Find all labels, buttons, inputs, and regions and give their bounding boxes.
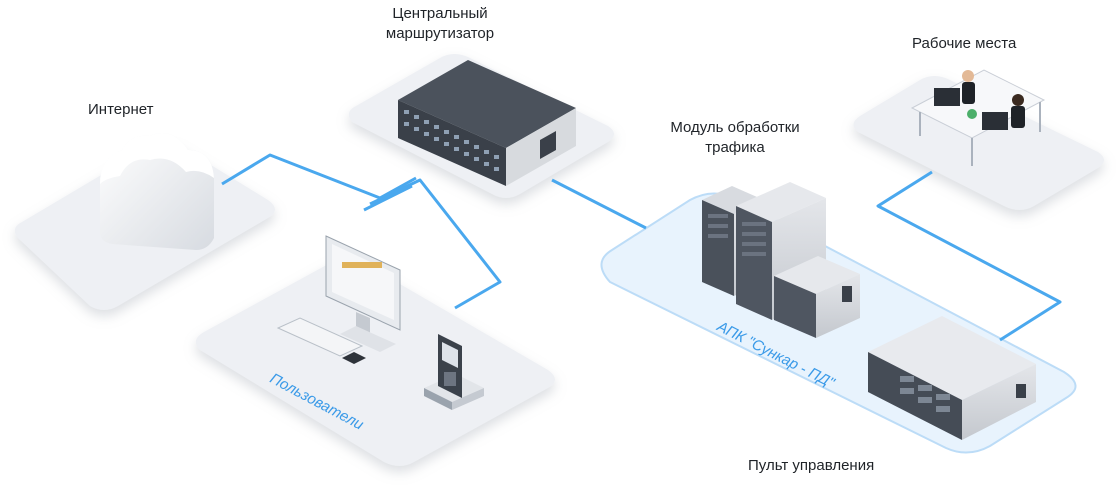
link-router-traffic bbox=[551, 178, 647, 230]
label-router: Центральный маршрутизатор bbox=[370, 4, 510, 44]
workers-icon bbox=[910, 69, 1046, 166]
label-traffic-line2: трафика bbox=[705, 139, 765, 156]
link-router-users bbox=[369, 178, 502, 310]
label-internet: Интернет bbox=[88, 101, 154, 118]
link-lines bbox=[221, 153, 1062, 342]
server-icon bbox=[702, 182, 860, 338]
label-control-panel: Пульт управления bbox=[748, 457, 875, 474]
label-traffic-line1: Модуль обработки bbox=[670, 119, 800, 136]
label-router-line2: маршрутизатор bbox=[385, 25, 495, 42]
label-router-line1: Центральный bbox=[392, 5, 488, 22]
platform-users bbox=[195, 258, 556, 466]
phone-icon bbox=[424, 334, 484, 410]
cloud-icon bbox=[100, 133, 214, 250]
computer-icon bbox=[276, 235, 401, 364]
control-unit-icon bbox=[868, 316, 1036, 440]
link-internet-router bbox=[221, 153, 417, 200]
link-router-users-2 bbox=[363, 184, 413, 212]
router-icon bbox=[398, 60, 576, 186]
label-traffic: Модуль обработки трафика bbox=[660, 118, 810, 158]
link-workplaces-control bbox=[876, 170, 1062, 342]
label-workplaces: Рабочие места bbox=[912, 35, 1017, 52]
